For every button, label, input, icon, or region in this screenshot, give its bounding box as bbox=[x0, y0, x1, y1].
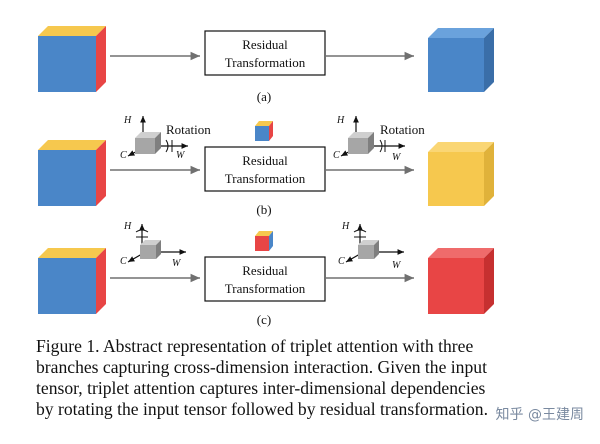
svg-text:C: C bbox=[338, 256, 345, 267]
figure-caption: Figure 1. Abstract representation of tri… bbox=[36, 336, 576, 420]
svg-text:C: C bbox=[333, 150, 340, 161]
svg-text:Residual: Residual bbox=[242, 37, 288, 52]
svg-text:H: H bbox=[123, 221, 132, 232]
svg-text:W: W bbox=[392, 260, 402, 271]
input-tensor-cube bbox=[38, 26, 106, 92]
residual-transformation-box: Residual Transformation bbox=[204, 256, 326, 302]
caption-line: Figure 1. Abstract representation of tri… bbox=[36, 336, 474, 356]
attention-cube-small bbox=[255, 121, 273, 141]
panel-a: Residual Transformation (a) bbox=[38, 26, 494, 104]
svg-text:H: H bbox=[123, 115, 132, 126]
rotation-glyph-left: H C W bbox=[120, 221, 186, 269]
caption-line: by rotating the input tensor followed by… bbox=[36, 399, 488, 419]
residual-transformation-box: Residual Transformation bbox=[204, 146, 326, 192]
svg-text:C: C bbox=[120, 256, 127, 267]
input-tensor-cube bbox=[38, 140, 106, 206]
caption-line: branches capturing cross-dimension inter… bbox=[36, 357, 487, 377]
zhihu-watermark: 知乎 @王建周 bbox=[493, 404, 586, 424]
output-tensor-cube bbox=[428, 28, 494, 92]
rotation-glyph-right: H C W Rotation bbox=[333, 115, 425, 163]
caption-line: tensor, triplet attention captures inter… bbox=[36, 378, 486, 398]
panel-label-a: (a) bbox=[257, 89, 271, 104]
panel-b: H C W Rotation Residual Transformation bbox=[38, 115, 494, 217]
rotation-glyph-right: H C W bbox=[338, 221, 404, 271]
svg-text:Transformation: Transformation bbox=[225, 171, 306, 186]
rotation-glyph-left: H C W Rotation bbox=[120, 115, 211, 161]
svg-text:C: C bbox=[120, 150, 127, 161]
attention-cube-small bbox=[255, 231, 273, 251]
svg-text:W: W bbox=[392, 152, 402, 163]
panel-c: H C W Residual Transformation H C W bbox=[38, 221, 494, 327]
svg-text:H: H bbox=[341, 221, 350, 232]
svg-text:W: W bbox=[172, 258, 182, 269]
svg-text:Rotation: Rotation bbox=[166, 122, 211, 137]
output-tensor-cube bbox=[428, 142, 494, 206]
svg-text:W: W bbox=[176, 150, 186, 161]
svg-text:H: H bbox=[336, 115, 345, 126]
svg-text:Transformation: Transformation bbox=[225, 55, 306, 70]
output-tensor-cube bbox=[428, 248, 494, 314]
svg-text:Rotation: Rotation bbox=[380, 122, 425, 137]
residual-transformation-box: Residual Transformation bbox=[204, 30, 326, 76]
panel-label-c: (c) bbox=[257, 312, 271, 327]
svg-text:Transformation: Transformation bbox=[225, 281, 306, 296]
svg-text:Residual: Residual bbox=[242, 153, 288, 168]
triplet-attention-figure: Residual Transformation (a) H bbox=[38, 26, 494, 327]
svg-text:Residual: Residual bbox=[242, 263, 288, 278]
input-tensor-cube bbox=[38, 248, 106, 314]
panel-label-b: (b) bbox=[256, 202, 271, 217]
